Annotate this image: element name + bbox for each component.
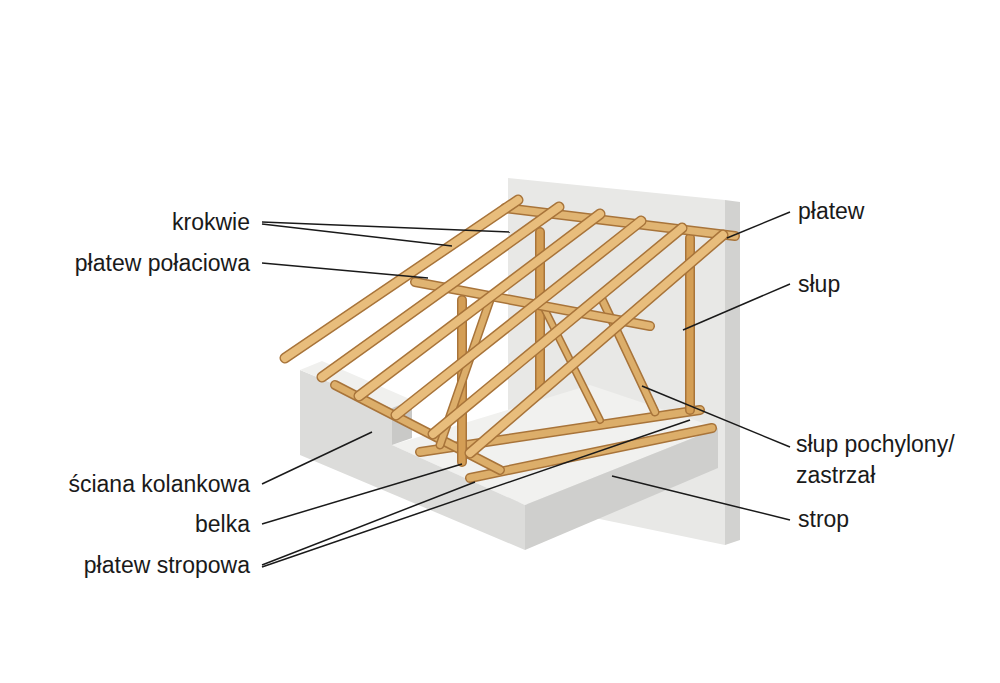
part-label: płatew połaciowa: [75, 248, 250, 279]
part-label: słup pochylony/ zastrzał: [796, 429, 996, 491]
part-label: płatew stropowa: [84, 550, 250, 581]
back-wall-edge: [725, 200, 740, 545]
part-label: słup: [798, 269, 840, 300]
part-label: belka: [195, 509, 250, 540]
part-label: płatew: [798, 196, 864, 227]
part-label: krokwie: [172, 207, 250, 238]
timber: [285, 200, 735, 478]
leader-lines: [262, 212, 790, 567]
part-label: strop: [798, 504, 849, 535]
part-label: ściana kolankowa: [68, 469, 250, 500]
